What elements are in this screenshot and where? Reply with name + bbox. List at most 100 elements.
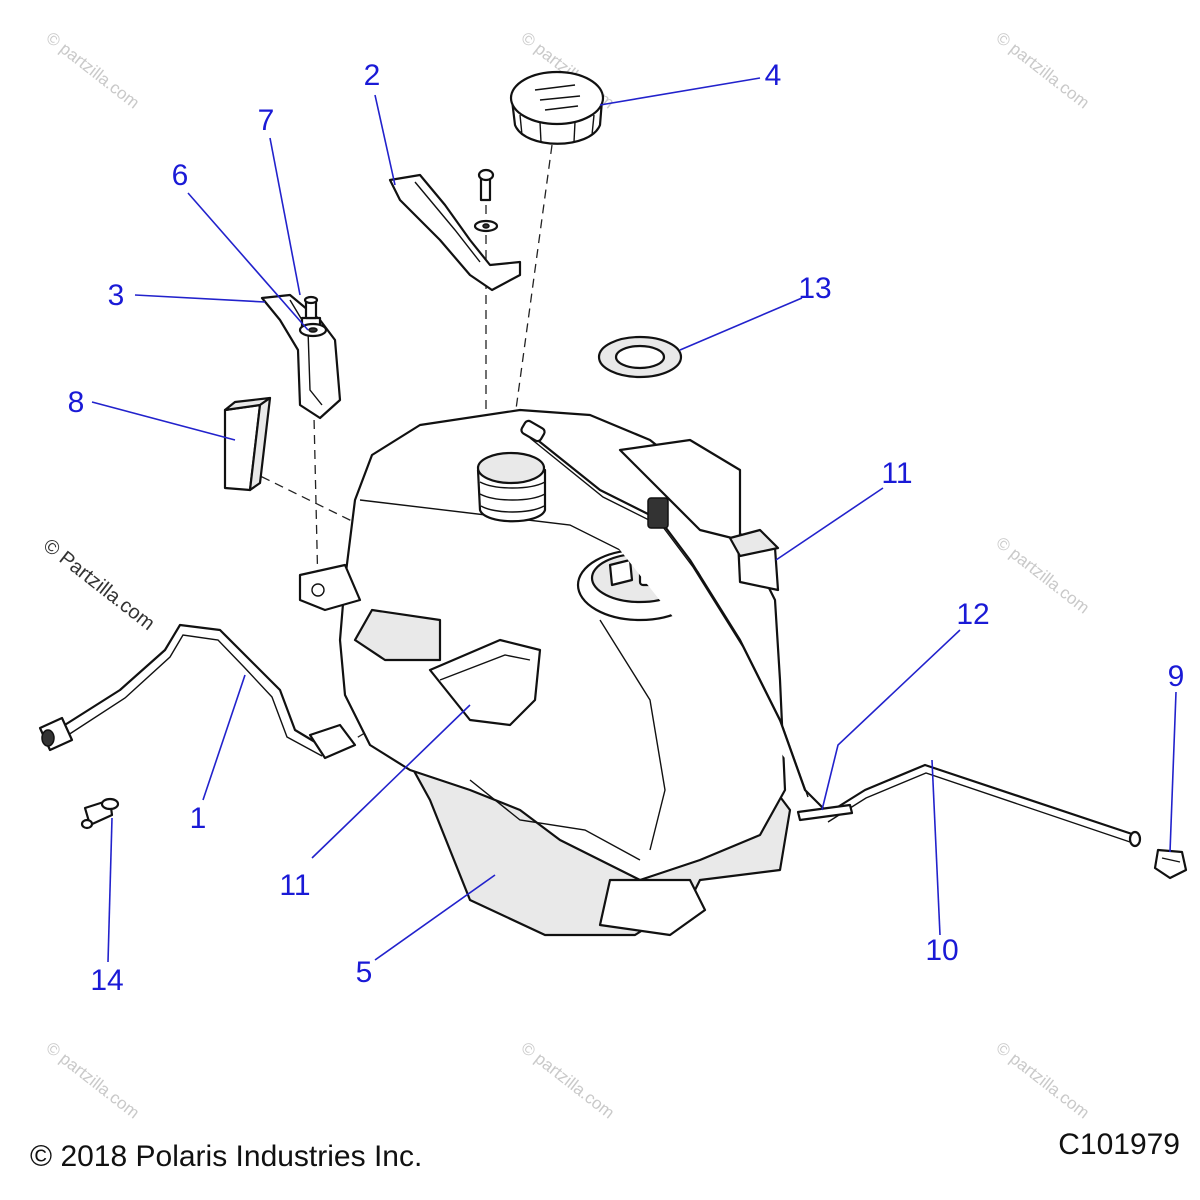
callout-4: 4 (765, 59, 782, 92)
pad-front-edge (439, 654, 531, 681)
callout-11-right: 11 (881, 457, 912, 490)
fuel-cap-marking-2 (539, 95, 581, 101)
leader-13 (679, 297, 803, 351)
callout-2: 2 (364, 59, 381, 92)
bolt-7-top (303, 295, 319, 305)
tank-contour-2 (599, 619, 666, 851)
filler-neck-thread-3 (480, 505, 545, 513)
drawing-code: C101979 (1058, 1128, 1180, 1161)
fitting-14-top (100, 797, 120, 811)
pad-11-right (728, 528, 780, 592)
pad-8 (223, 396, 272, 492)
callout-5: 5 (356, 956, 373, 989)
vent-tube-body (823, 763, 1137, 837)
pad-11-front (428, 638, 542, 727)
callouts: 1 2 3 4 5 6 7 8 9 10 11 11 12 13 14 (68, 59, 1185, 997)
callout-10: 10 (925, 934, 958, 967)
filler-neck-opening (476, 451, 546, 485)
washer-6-hole (308, 327, 318, 333)
leader-3 (134, 294, 266, 303)
gasket-13 (597, 335, 683, 379)
tank-foot-tab (598, 878, 707, 937)
filler-neck (476, 451, 547, 523)
bracket-2 (388, 173, 522, 292)
vent-line (520, 419, 832, 817)
tank-body (338, 408, 787, 882)
callout-9: 9 (1168, 660, 1185, 693)
bracket-2-bend (414, 181, 481, 263)
pump-fitting (608, 558, 634, 587)
watermark-bottom-center: © partzilla.com (518, 1038, 618, 1122)
callout-8: 8 (68, 386, 85, 419)
tank-side-ledge (618, 438, 742, 542)
vent-valve-fitting (520, 419, 546, 443)
vent-tube-end (1128, 830, 1142, 848)
fuel-hose-body (58, 623, 342, 750)
fuel-cap-ridge-1 (519, 114, 523, 136)
leader-lines (91, 77, 1177, 963)
tank-flange-hole (311, 583, 325, 597)
watermark-top-right: © partzilla.com (993, 28, 1093, 112)
gasket-13-inner (614, 344, 666, 370)
fuel-tank (298, 408, 792, 937)
bracket-3 (260, 293, 342, 420)
fuel-cap-ridge-3 (573, 121, 576, 143)
fuel-cap-marking-1 (534, 84, 576, 91)
pad-right-top (728, 528, 780, 558)
fitting-14 (80, 797, 120, 830)
watermark-partzilla: © Partzilla.com (39, 535, 159, 635)
callout-12: 12 (956, 598, 989, 631)
callout-13: 13 (798, 272, 831, 305)
copyright-notice: © 2018 Polaris Industries Inc. (30, 1140, 423, 1173)
fuel-cap-ridge-4 (591, 114, 595, 136)
leader-14 (107, 817, 113, 963)
callout-3: 3 (108, 279, 125, 312)
leader-11-right (775, 487, 884, 561)
leader-12 (821, 629, 961, 811)
tank-contour-3 (469, 779, 641, 861)
watermark-mid-right: © partzilla.com (993, 533, 1093, 617)
vent-tube-10 (823, 763, 1142, 848)
watermark-top-left: © partzilla.com (43, 28, 143, 112)
leader-8 (91, 401, 236, 441)
fuel-cap-marking-3 (544, 105, 579, 111)
leader-7 (269, 137, 301, 296)
washer-6 (298, 322, 328, 338)
fuel-hose-1 (38, 623, 357, 760)
fuel-cap-ridge-2 (539, 121, 542, 143)
bracket-2-body (388, 173, 522, 292)
leader-1 (202, 674, 246, 801)
fitting-14-tip (80, 818, 94, 830)
leader-11-front (311, 704, 471, 859)
fuel-cap-4 (509, 70, 605, 145)
vent-line-upper-inner (529, 437, 809, 798)
leader-9 (1169, 691, 1177, 853)
filler-neck-thread-2 (479, 493, 546, 501)
callout-1: 1 (190, 802, 207, 835)
leader-10 (931, 759, 941, 936)
bracket-2-bolt-head (477, 168, 495, 182)
bracket-3-bend (289, 299, 323, 406)
tank-recess (353, 608, 442, 662)
bracket-2-bolt (473, 168, 499, 233)
clip-9 (1153, 848, 1188, 880)
callout-14: 14 (90, 964, 123, 997)
callout-11-front: 11 (279, 869, 310, 902)
filler-neck-thread-1 (479, 481, 546, 489)
leader-4 (599, 77, 761, 106)
fuel-hose-end-bore (41, 729, 55, 747)
watermark-bottom-left: © partzilla.com (43, 1038, 143, 1122)
watermark-bottom-right: © partzilla.com (993, 1038, 1093, 1122)
pad-8-edge (248, 396, 272, 492)
bracket-3-body (260, 293, 342, 420)
bracket-2-washer-hole (482, 223, 490, 229)
filler-neck-body (476, 468, 547, 523)
leader-6 (187, 192, 309, 331)
leader-5 (374, 874, 496, 961)
leader-2 (374, 94, 396, 186)
assembly-line-left-bolt (311, 329, 319, 591)
callout-7: 7 (258, 104, 275, 137)
tank-mount-flange (298, 563, 362, 612)
callout-6: 6 (172, 159, 189, 192)
